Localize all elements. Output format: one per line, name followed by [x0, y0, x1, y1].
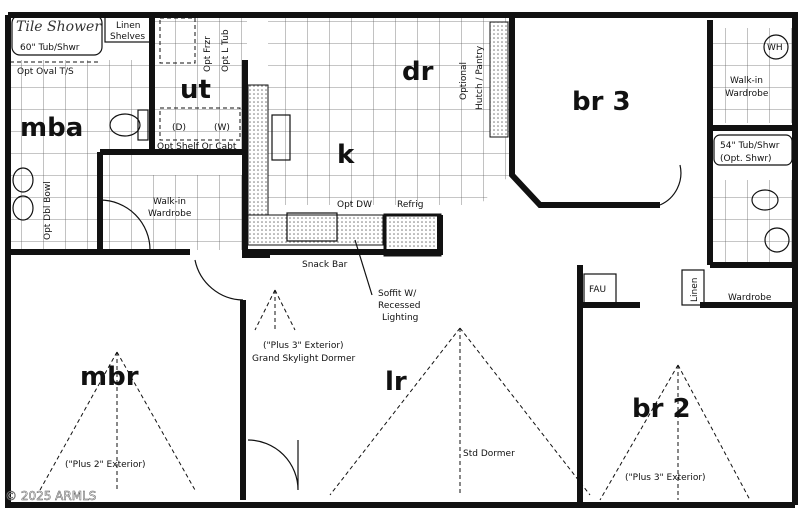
opt-l-tub-label: Opt L Tub [221, 29, 231, 72]
linen-shelves-label-2: Shelves [110, 32, 145, 42]
wh-label: WH [767, 43, 783, 53]
snack-bar-label: Snack Bar [302, 260, 348, 270]
br2-dormer-label: ("Plus 3" Exterior) [625, 473, 706, 483]
linen-shelves-label: Linen [116, 21, 140, 31]
linen-label: Linen [690, 278, 700, 302]
dormers [39, 289, 751, 501]
skylight-dormer-label-2: Grand Skylight Dormer [252, 354, 355, 364]
std-dormer-label: Std Dormer [463, 449, 515, 459]
hutch-label: Optional [459, 62, 469, 100]
tile-floors [10, 18, 794, 262]
opt-dbl-bowl-label: Opt Dbl Bowl [43, 181, 53, 240]
hutch-label-2: Hutch / Pantry [475, 45, 485, 110]
room-br2: br 2 [632, 394, 691, 424]
br3-wardrobe-label: Walk-in [730, 76, 763, 86]
tub-shower-54-label-2: (Opt. Shwr) [720, 154, 772, 164]
tub-shower-54-label: 54" Tub/Shwr [720, 141, 780, 151]
room-br3: br 3 [572, 87, 631, 117]
handwritten-note: Tile Shower [16, 19, 102, 35]
room-dr: dr [402, 57, 434, 87]
soffit-label: Soffit W/ [378, 289, 417, 299]
soffit-label-2: Recessed [378, 301, 421, 311]
mbr-dormer-label: ("Plus 2" Exterior) [65, 460, 146, 470]
fau-label: FAU [589, 285, 606, 295]
dryer-label: (D) [172, 123, 186, 133]
room-mbr: mbr [80, 362, 139, 392]
room-k: k [337, 140, 355, 170]
washer-label: (W) [214, 123, 230, 133]
mba-wardrobe-label-2: Wardrobe [148, 209, 192, 219]
soffit-label-3: Lighting [382, 313, 418, 323]
opt-dw-label: Opt DW [337, 200, 372, 210]
watermark: © 2025 ARMLS [5, 489, 96, 503]
room-lr: lr [385, 367, 407, 397]
tub-shower-60-label: 60" Tub/Shwr [20, 43, 80, 53]
opt-shelf-label: Opt Shelf Or Cabt [157, 142, 237, 152]
walls [5, 12, 798, 508]
soffit-leader [354, 239, 373, 296]
room-mba: mba [20, 113, 83, 143]
br2-wardrobe-label: Wardrobe [728, 293, 772, 303]
skylight-dormer-label: ("Plus 3" Exterior) [263, 341, 344, 351]
opt-frzr-label: Opt Frzr [203, 36, 213, 72]
br3-wardrobe-label-2: Wardrobe [725, 89, 769, 99]
opt-oval-ts-label: Opt Oval T/S [17, 67, 74, 77]
room-ut: ut [180, 75, 211, 105]
mba-wardrobe-label: Walk-in [153, 197, 186, 207]
fixtures [10, 14, 793, 491]
refrig-label: Refrig [397, 200, 423, 210]
